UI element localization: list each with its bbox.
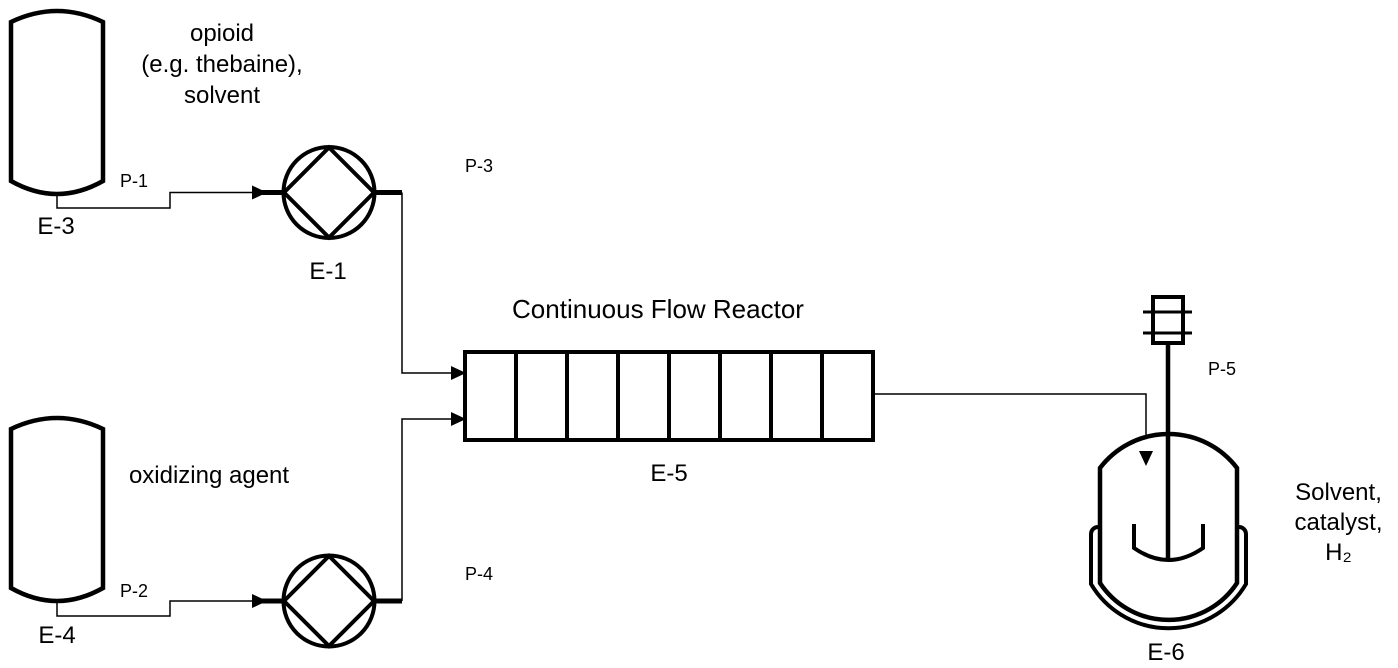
stirred-tank-jacket bbox=[1089, 525, 1248, 631]
label-p2: P-2 bbox=[120, 581, 149, 601]
label-e6: E-6 bbox=[1147, 639, 1185, 666]
pipe-p4 bbox=[401, 418, 455, 601]
reactor-inlet-arrow-bottom bbox=[451, 412, 466, 426]
label-p3: P-3 bbox=[465, 156, 494, 176]
pump-opioid bbox=[252, 144, 402, 241]
annotation-product-line: catalyst, bbox=[1294, 509, 1383, 536]
label-e4: E-4 bbox=[38, 622, 76, 649]
pump-opioid-rotor bbox=[281, 144, 377, 241]
flow-reactor-dividers bbox=[514, 352, 824, 440]
flow-reactor bbox=[451, 350, 875, 442]
label-p4: P-4 bbox=[465, 564, 494, 584]
pump-oxidizer-rotor bbox=[281, 553, 377, 649]
reactor-title: Continuous Flow Reactor bbox=[512, 294, 804, 324]
annotation-product-line: Solvent, bbox=[1295, 479, 1382, 506]
label-e5: E-5 bbox=[650, 460, 688, 487]
feed-tank-opioid-shape bbox=[8, 8, 106, 197]
pump-oxidizer bbox=[252, 553, 402, 649]
label-p1: P-1 bbox=[120, 171, 149, 191]
pump-oxidizer-inlet-arrow bbox=[252, 594, 267, 608]
feed-tank-oxidizer-shape bbox=[8, 415, 106, 604]
annotation-opioid-feed: opioid (e.g. thebaine), solvent bbox=[72, 18, 372, 111]
reactor-inlet-arrow-top bbox=[451, 366, 466, 380]
agitator-impeller bbox=[1132, 524, 1205, 562]
pipes bbox=[56, 191, 1147, 617]
pipe-p1 bbox=[56, 191, 254, 209]
tank-feed-arrow bbox=[1139, 451, 1153, 466]
pipe-p5 bbox=[873, 393, 1147, 453]
stirred-tank bbox=[1089, 295, 1248, 631]
agitator-motor bbox=[1151, 295, 1185, 345]
annotation-opioid-line: (e.g. thebaine), bbox=[141, 51, 303, 78]
annotation-opioid-line: solvent bbox=[183, 82, 261, 109]
annotation-product-line: H₂ bbox=[1325, 539, 1352, 566]
label-e1: E-1 bbox=[309, 258, 347, 285]
pipe-p2 bbox=[56, 600, 254, 617]
label-p5: P-5 bbox=[1208, 359, 1237, 379]
pump-opioid-inlet-arrow bbox=[252, 185, 267, 200]
pipe-p3 bbox=[401, 192, 455, 374]
annotation-oxidizer-feed: oxidizing agent bbox=[128, 462, 290, 489]
annotation-product-tank: Solvent, catalyst, H₂ bbox=[1256, 478, 1398, 568]
label-e3: E-3 bbox=[37, 213, 75, 240]
pump-opioid-casing bbox=[281, 145, 377, 240]
pump-oxidizer-casing bbox=[281, 553, 377, 649]
annotation-opioid-line: opioid bbox=[189, 20, 255, 47]
